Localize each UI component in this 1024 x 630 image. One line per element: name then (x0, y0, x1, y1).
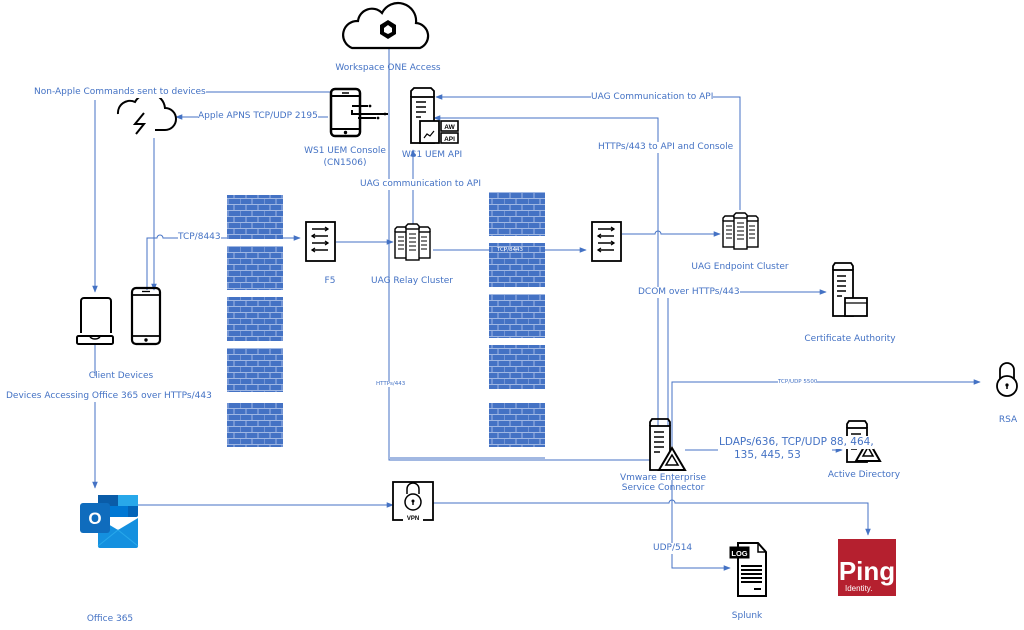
label-uag-relay-cluster: UAG Relay Cluster (371, 276, 453, 286)
label-esc-line2: Service Connector (621, 483, 705, 493)
conn-label-ldaps-line1: LDAPs/636, TCP/UDP 88, 464, (719, 436, 874, 449)
line-f5r-to-endpoint (622, 230, 721, 237)
label-rsa: RSA (998, 415, 1018, 425)
conn-label-https-api-console: HTTPs/443 to API and Console (598, 142, 734, 153)
conn-label-https443: HTTPs/443 (376, 381, 406, 387)
line-tcp5500 (671, 379, 981, 460)
line-esc-to-splunk (671, 480, 731, 571)
label-active-directory: Active Directory (827, 470, 901, 480)
firewall-right (489, 192, 545, 447)
conn-label-tcp8443: TCP/8443 (178, 232, 221, 243)
vpn-label: VPN (407, 516, 419, 522)
load-balancer-icon[interactable] (305, 221, 336, 262)
server-cluster-icon[interactable] (394, 223, 431, 261)
label-certificate-authority: Certificate Authority (804, 334, 896, 344)
conn-label-tcp5500: TCP/UDP 5500 (778, 379, 818, 385)
api-badge-aw: AW (444, 124, 455, 131)
connector-server-icon[interactable] (649, 418, 687, 471)
label-ws1-uem-console: WS1 UEM Console (304, 146, 386, 156)
conn-label-tcp8443-b: TCP/8443 (497, 247, 524, 253)
line-https-api-console (433, 115, 659, 470)
label-splunk: Splunk (731, 611, 763, 621)
conn-label-uag-comm-api-top: UAG Communication to API (591, 92, 714, 103)
log-file-icon[interactable]: LOG (729, 542, 767, 597)
label-uag-endpoint-cluster: UAG Endpoint Cluster (691, 262, 789, 272)
certificate-server-icon[interactable] (832, 262, 868, 317)
conn-label-udp514: UDP/514 (653, 543, 693, 554)
conn-label-apns: Apple APNS TCP/UDP 2195 (198, 111, 318, 122)
vpn-lock-icon[interactable]: VPN (392, 481, 434, 522)
ping-brand-sub: Identity. (845, 584, 872, 593)
firewall-left (227, 195, 283, 447)
ping-brand-main: Ping (839, 556, 895, 586)
line-vpn-to-ping (433, 499, 871, 536)
cloud-icon[interactable] (342, 1, 430, 50)
outlook-icon[interactable]: O (80, 495, 139, 548)
connection-lines (95, 48, 981, 571)
ping-identity-logo[interactable]: Ping Identity. (838, 539, 896, 596)
mobile-device-icon[interactable] (329, 87, 388, 138)
log-badge: LOG (731, 549, 747, 558)
api-badge-api: API (444, 136, 455, 143)
label-esc-line1: Vmware Enterprise (620, 473, 706, 483)
label-ws1-uem-api: WS1 UEM API (401, 150, 463, 160)
lock-icon[interactable] (996, 362, 1018, 397)
label-client-devices: Client Devices (88, 371, 154, 381)
conn-label-uag-comm-api: UAG communication to API (360, 179, 482, 190)
conn-label-non-apple: Non-Apple Commands sent to devices (34, 87, 206, 98)
server-cluster-icon[interactable] (722, 212, 759, 250)
cloud-lightning-icon (116, 92, 177, 135)
outlook-letter: O (88, 509, 101, 528)
conn-label-office-access: Devices Accessing Office 365 over HTTPs/… (6, 391, 212, 402)
devices-icon[interactable] (76, 286, 162, 346)
label-workspace-one-access: Workspace ONE Access (335, 63, 441, 73)
label-office-365: Office 365 (86, 614, 134, 624)
conn-label-dcom: DCOM over HTTPs/443 (638, 287, 740, 298)
conn-label-ldaps-line2: 135, 445, 53 (734, 449, 801, 461)
label-f5: F5 (324, 276, 336, 286)
api-server-icon[interactable]: AW API (410, 87, 459, 144)
label-ws1-uem-console-id: (CN1506) (323, 158, 367, 168)
load-balancer-icon[interactable] (591, 221, 622, 262)
line-uag-comm-api-top (435, 94, 741, 210)
